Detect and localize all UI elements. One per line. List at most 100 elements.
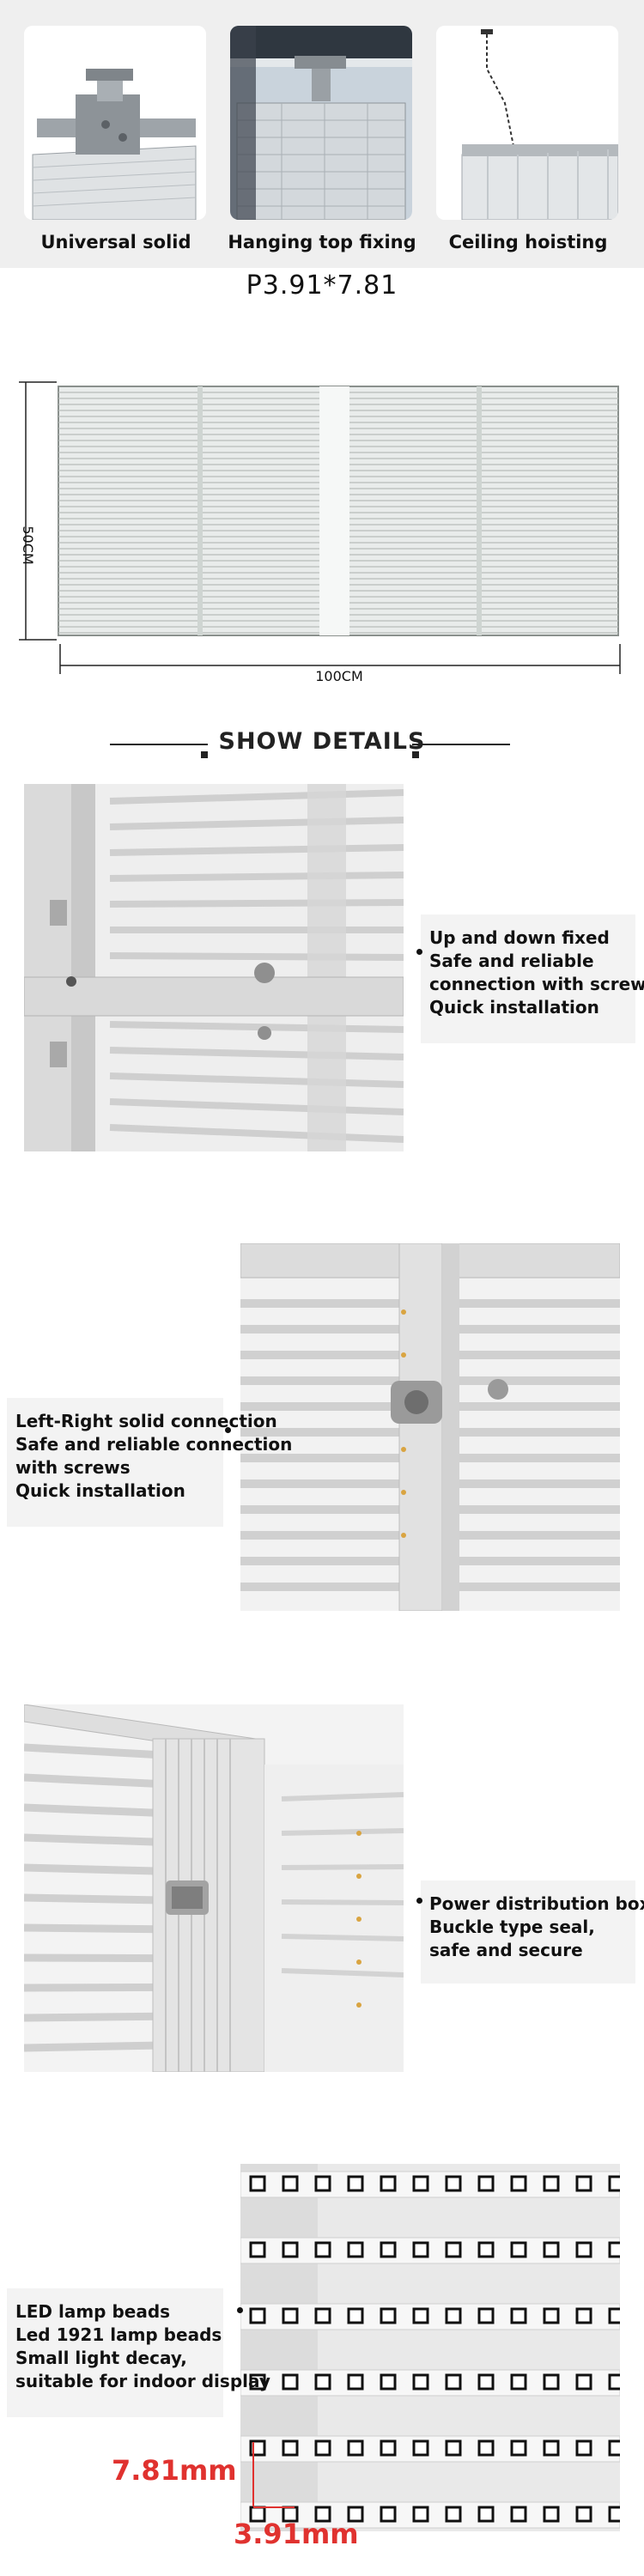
led-bead (445, 2307, 462, 2324)
led-bead (477, 2373, 495, 2391)
caption-ceiling-hoisting: Ceiling hoisting (448, 232, 608, 252)
caption-universal-solid: Universal solid (40, 232, 191, 252)
led-bead (608, 2439, 620, 2457)
led-bead (510, 2506, 527, 2523)
led-bead (347, 2307, 364, 2324)
led-bead (282, 2439, 299, 2457)
led-bead (575, 2506, 592, 2523)
led-bead (477, 2307, 495, 2324)
detail-3-pointer-dot (416, 1898, 422, 1904)
led-bead (314, 2439, 331, 2457)
led-bead (249, 2439, 266, 2457)
title-rule-right (412, 744, 510, 745)
led-bead (543, 2373, 560, 2391)
model-number: P3.91*7.81 (246, 270, 398, 301)
led-bead (412, 2506, 429, 2523)
led-bead (380, 2175, 397, 2192)
led-bead (445, 2373, 462, 2391)
detail-4-line-3: Small light decay, (15, 2348, 187, 2368)
hanging-top-fixing-image (230, 26, 412, 220)
vertical-pitch-label: 7.81mm (112, 2454, 237, 2487)
led-bead (249, 2373, 266, 2391)
detail-2-line-3: with screws (15, 1457, 131, 1478)
led-bead (445, 2175, 462, 2192)
led-bead (543, 2439, 560, 2457)
led-bead (608, 2307, 620, 2324)
led-bead (347, 2373, 364, 2391)
led-bead (510, 2439, 527, 2457)
led-bead (477, 2439, 495, 2457)
led-bead (249, 2307, 266, 2324)
detail-lamp-beads-note: LED lamp beads Led 1921 lamp beads Small… (7, 2288, 270, 2417)
detail-3-line-1: Power distribution box (429, 1893, 644, 1914)
horizontal-pitch-marker (253, 2506, 295, 2508)
caption-hanging-top-fixing: Hanging top fixing (228, 232, 416, 252)
led-bead (445, 2241, 462, 2258)
detail-2-pointer-dot (225, 1427, 231, 1433)
led-bead (412, 2373, 429, 2391)
led-bead (412, 2439, 429, 2457)
led-bead (412, 2241, 429, 2258)
led-bead (314, 2175, 331, 2192)
led-bead (249, 2175, 266, 2192)
detail-left-right-solid-photo (240, 1243, 620, 1611)
led-bead (608, 2241, 620, 2258)
detail-4-line-4: suitable for indoor display (15, 2371, 270, 2391)
led-bead (314, 2241, 331, 2258)
detail-2-line-2: Safe and reliable connection (15, 1434, 293, 1455)
led-bead (608, 2373, 620, 2391)
universal-solid-image (24, 26, 206, 220)
led-bead (543, 2506, 560, 2523)
title-rule-left-end (201, 751, 208, 758)
detail-1-line-3: connection with screws (429, 974, 644, 994)
led-bead (282, 2175, 299, 2192)
led-bead (380, 2439, 397, 2457)
led-bead (282, 2241, 299, 2258)
led-bead (543, 2175, 560, 2192)
led-bead (575, 2307, 592, 2324)
ceiling-hoisting-image (436, 26, 618, 220)
led-bead (314, 2506, 331, 2523)
led-bead (445, 2506, 462, 2523)
led-bead (282, 2307, 299, 2324)
vertical-pitch-marker (252, 2442, 254, 2506)
led-bead (314, 2373, 331, 2391)
led-bead (249, 2241, 266, 2258)
detail-up-down-fixed-note: Up and down fixed Safe and reliable conn… (421, 914, 644, 1043)
title-rule-left (110, 744, 208, 745)
led-bead (380, 2506, 397, 2523)
led-bead (347, 2241, 364, 2258)
detail-4-pointer-dot (237, 2307, 243, 2313)
detail-left-right-solid-note: Left-Right solid connection Safe and rel… (7, 1398, 293, 1527)
led-bead (347, 2439, 364, 2457)
detail-3-line-2: Buckle type seal, (429, 1917, 595, 1937)
led-bead (510, 2175, 527, 2192)
detail-power-box-photo (24, 1704, 404, 2072)
horizontal-pitch-label: 3.91mm (234, 2518, 359, 2550)
led-bead (575, 2439, 592, 2457)
led-bead (510, 2307, 527, 2324)
detail-1-pointer-dot (416, 949, 422, 955)
detail-1-line-4: Quick installation (429, 997, 599, 1018)
led-bead (543, 2307, 560, 2324)
detail-lamp-beads-photo (240, 2164, 620, 2531)
led-bead (282, 2373, 299, 2391)
height-dimension-label: 50CM (20, 526, 36, 565)
detail-power-box-note: Power distribution box Buckle type seal,… (421, 1880, 644, 1984)
led-bead (543, 2241, 560, 2258)
led-bead (380, 2373, 397, 2391)
detail-4-line-1: LED lamp beads (15, 2301, 171, 2322)
detail-1-line-1: Up and down fixed (429, 927, 610, 948)
show-details-title: SHOW DETAILS (218, 728, 426, 755)
led-bead (314, 2307, 331, 2324)
led-bead (608, 2175, 620, 2192)
led-bead (575, 2373, 592, 2391)
led-bead (347, 2175, 364, 2192)
detail-4-line-2: Led 1921 lamp beads (15, 2324, 222, 2345)
width-dimension-label: 100CM (292, 668, 386, 684)
detail-2-line-1: Left-Right solid connection (15, 1411, 277, 1431)
led-bead (380, 2241, 397, 2258)
led-bead (412, 2175, 429, 2192)
led-bead (575, 2175, 592, 2192)
led-bead (510, 2373, 527, 2391)
